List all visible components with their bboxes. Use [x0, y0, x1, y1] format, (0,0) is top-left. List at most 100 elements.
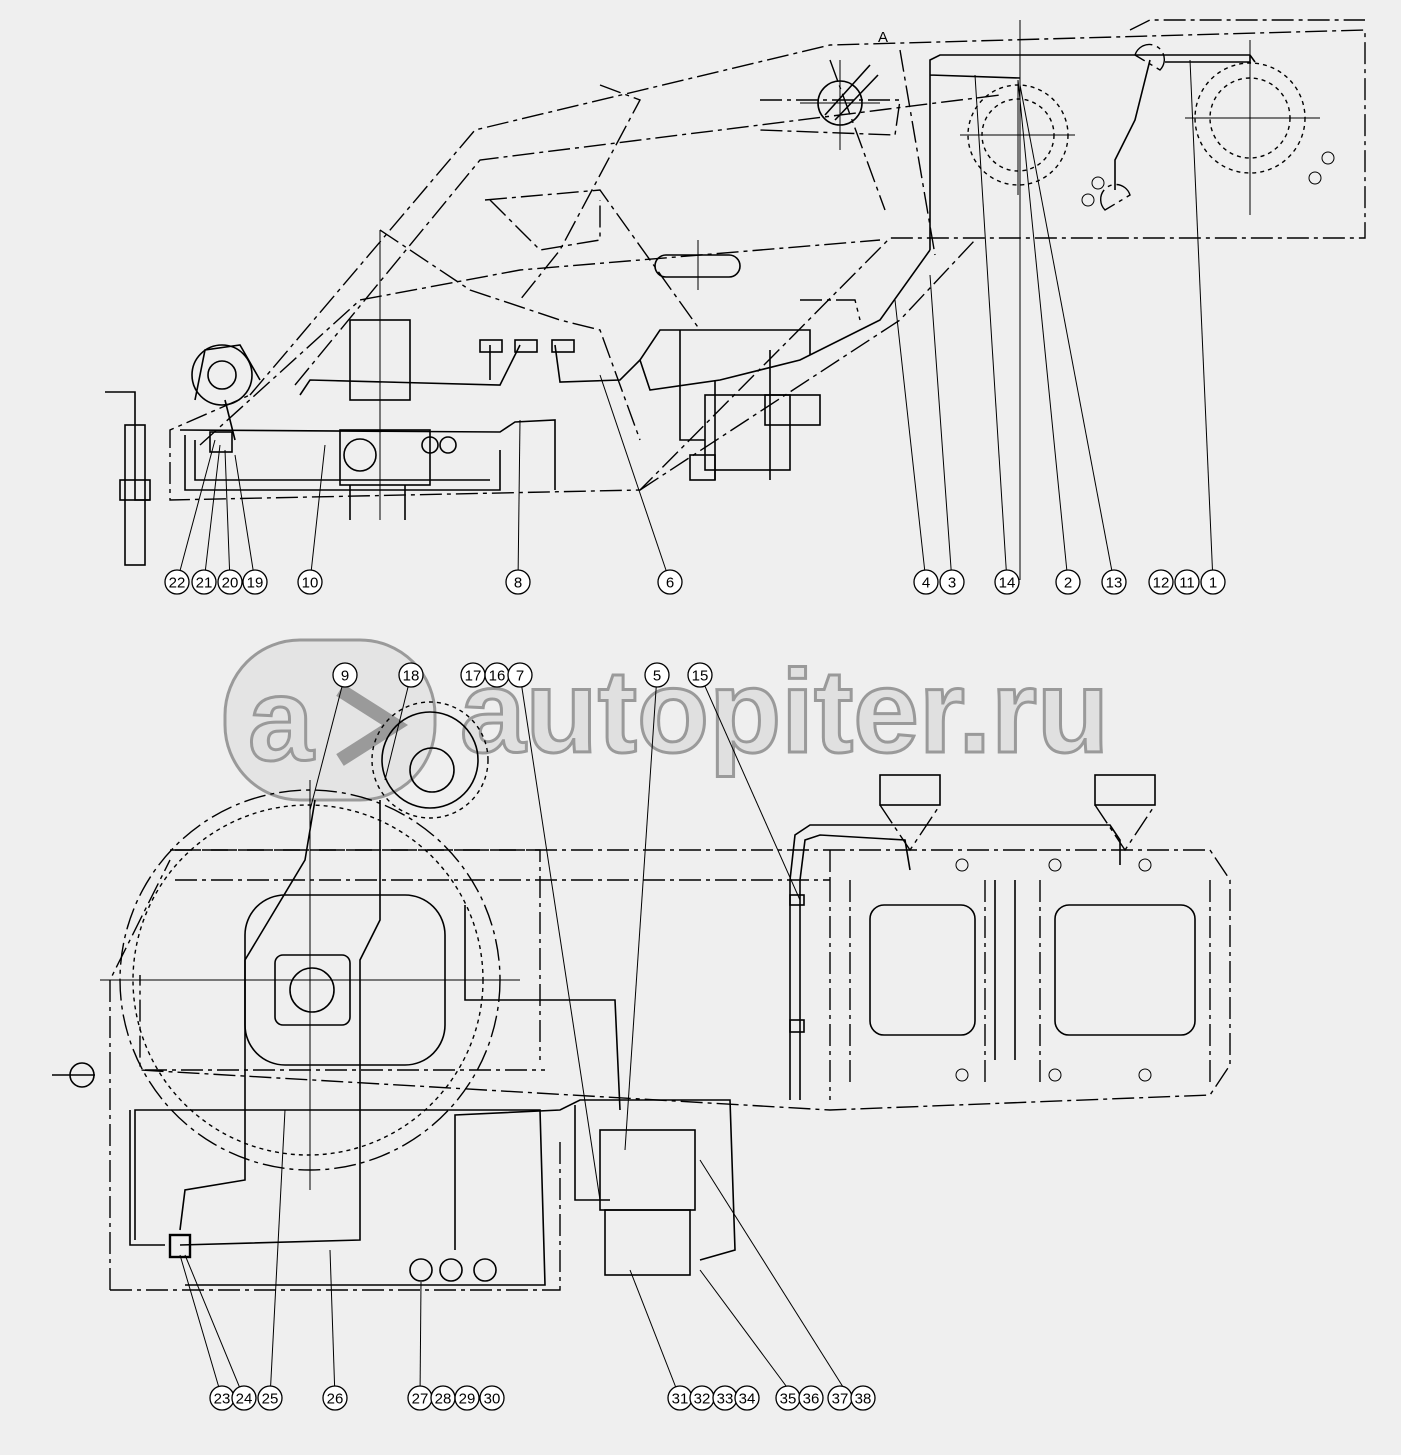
- callout-balloon: 17: [460, 662, 486, 688]
- callout-circle: [939, 569, 965, 595]
- callout-label: 28: [435, 1391, 452, 1408]
- callout-label: 37: [832, 1391, 849, 1408]
- pipe-outrigger: [789, 824, 1121, 1100]
- callout-label: 10: [302, 575, 319, 592]
- callout-balloon: 10: [297, 569, 323, 595]
- callout-balloon: 5: [644, 662, 670, 688]
- callout-balloon: 38: [850, 1385, 876, 1411]
- valve-bank-upper: [599, 1129, 696, 1211]
- callout-circle: [1101, 569, 1127, 595]
- callout-balloon: 36: [798, 1385, 824, 1411]
- filter: [168, 1233, 192, 1259]
- callout-label: 38: [855, 1391, 872, 1408]
- callout-label: 24: [236, 1391, 253, 1408]
- chassis-outline: [139, 849, 1231, 1111]
- callout-circle: [242, 569, 268, 595]
- callout-balloon: 23: [209, 1385, 235, 1411]
- callout-label: 1: [1209, 575, 1217, 592]
- callout-balloon: 27: [407, 1385, 433, 1411]
- callout-balloon: 29: [454, 1385, 480, 1411]
- callout-circle: [398, 662, 424, 688]
- side-elevation-view: A: [105, 19, 1366, 583]
- callout-balloon: 1: [1200, 569, 1226, 595]
- callout-balloon: 28: [430, 1385, 456, 1411]
- callout-label: 13: [1106, 575, 1123, 592]
- wheel-circle-rear: [1185, 55, 1320, 185]
- callout-circle: [913, 569, 939, 595]
- swivel-joint: [381, 711, 479, 809]
- callout-balloon: 12: [1148, 569, 1174, 595]
- callout-circle: [1174, 569, 1200, 595]
- callout-balloon: 13: [1101, 569, 1127, 595]
- callout-circle: [479, 1385, 505, 1411]
- watermark-logo-letter: a: [248, 654, 315, 786]
- callout-label: 17: [465, 668, 482, 685]
- callout-label: 9: [341, 668, 349, 685]
- callout-label: 36: [803, 1391, 820, 1408]
- fittings-row: [479, 339, 575, 353]
- callout-balloon: 33: [712, 1385, 738, 1411]
- callout-label: 8: [514, 575, 522, 592]
- cylinder-block: [339, 429, 431, 486]
- callout-label: 34: [739, 1391, 756, 1408]
- pump-body: [274, 954, 351, 1026]
- callout-label: 21: [196, 575, 213, 592]
- callout-label: 26: [327, 1391, 344, 1408]
- outrigger-box-right: [1054, 904, 1196, 1036]
- valve-bank-lower: [604, 1209, 691, 1276]
- callout-circle: [257, 1385, 283, 1411]
- callout-circle: [687, 662, 713, 688]
- callout-balloon: 25: [257, 1385, 283, 1411]
- callout-circle: [657, 569, 683, 595]
- callout-balloon: 2: [1055, 569, 1081, 595]
- gauges: [409, 1258, 497, 1282]
- callout-label: 11: [1179, 575, 1195, 592]
- callout-label: 19: [247, 575, 264, 592]
- callout-balloon: 35: [775, 1385, 801, 1411]
- callout-label: 2: [1064, 575, 1072, 592]
- plan-view: [52, 674, 1231, 1399]
- callout-balloon: 11: [1174, 569, 1200, 595]
- outrigger-box-left: [869, 904, 976, 1036]
- callout-balloon: 9: [332, 662, 358, 688]
- callout-circle: [850, 1385, 876, 1411]
- callout-label: 23: [214, 1391, 231, 1408]
- callout-label: 14: [999, 575, 1016, 592]
- callout-balloon: 18: [398, 662, 424, 688]
- callout-circle: [297, 569, 323, 595]
- callout-circle: [1200, 569, 1226, 595]
- callout-circle: [454, 1385, 480, 1411]
- callout-label: 18: [403, 668, 420, 685]
- callout-circle: [994, 569, 1020, 595]
- callout-label: 7: [516, 668, 524, 685]
- callout-circle: [164, 569, 190, 595]
- callout-circle: [507, 662, 533, 688]
- callout-balloon: 31: [667, 1385, 693, 1411]
- callout-label: 4: [922, 575, 930, 592]
- callout-balloon: 3: [939, 569, 965, 595]
- watermark-text: autopiter.ru: [460, 646, 1109, 778]
- callout-circle: [505, 569, 531, 595]
- left-pivot: [191, 344, 253, 406]
- pipe-plan-a: [179, 799, 316, 1231]
- callout-label: 20: [222, 575, 239, 592]
- callout-label: 33: [717, 1391, 734, 1408]
- callout-label: 22: [169, 575, 186, 592]
- callout-balloon: 21: [191, 569, 217, 595]
- valve-assembly: [704, 394, 791, 471]
- boom-outline: [169, 29, 1366, 501]
- callout-balloon: 20: [217, 569, 243, 595]
- callout-balloon: 8: [505, 569, 531, 595]
- watermark-logo-arrow: [336, 684, 409, 766]
- section-mark: A: [878, 29, 888, 46]
- outrigger-cylinder-right: [1094, 774, 1156, 806]
- callout-label: 12: [1153, 575, 1170, 592]
- callout-label: 35: [780, 1391, 797, 1408]
- watermark: a autopiter.ru: [223, 638, 1111, 802]
- callout-circle: [798, 1385, 824, 1411]
- callout-balloon: 37: [827, 1385, 853, 1411]
